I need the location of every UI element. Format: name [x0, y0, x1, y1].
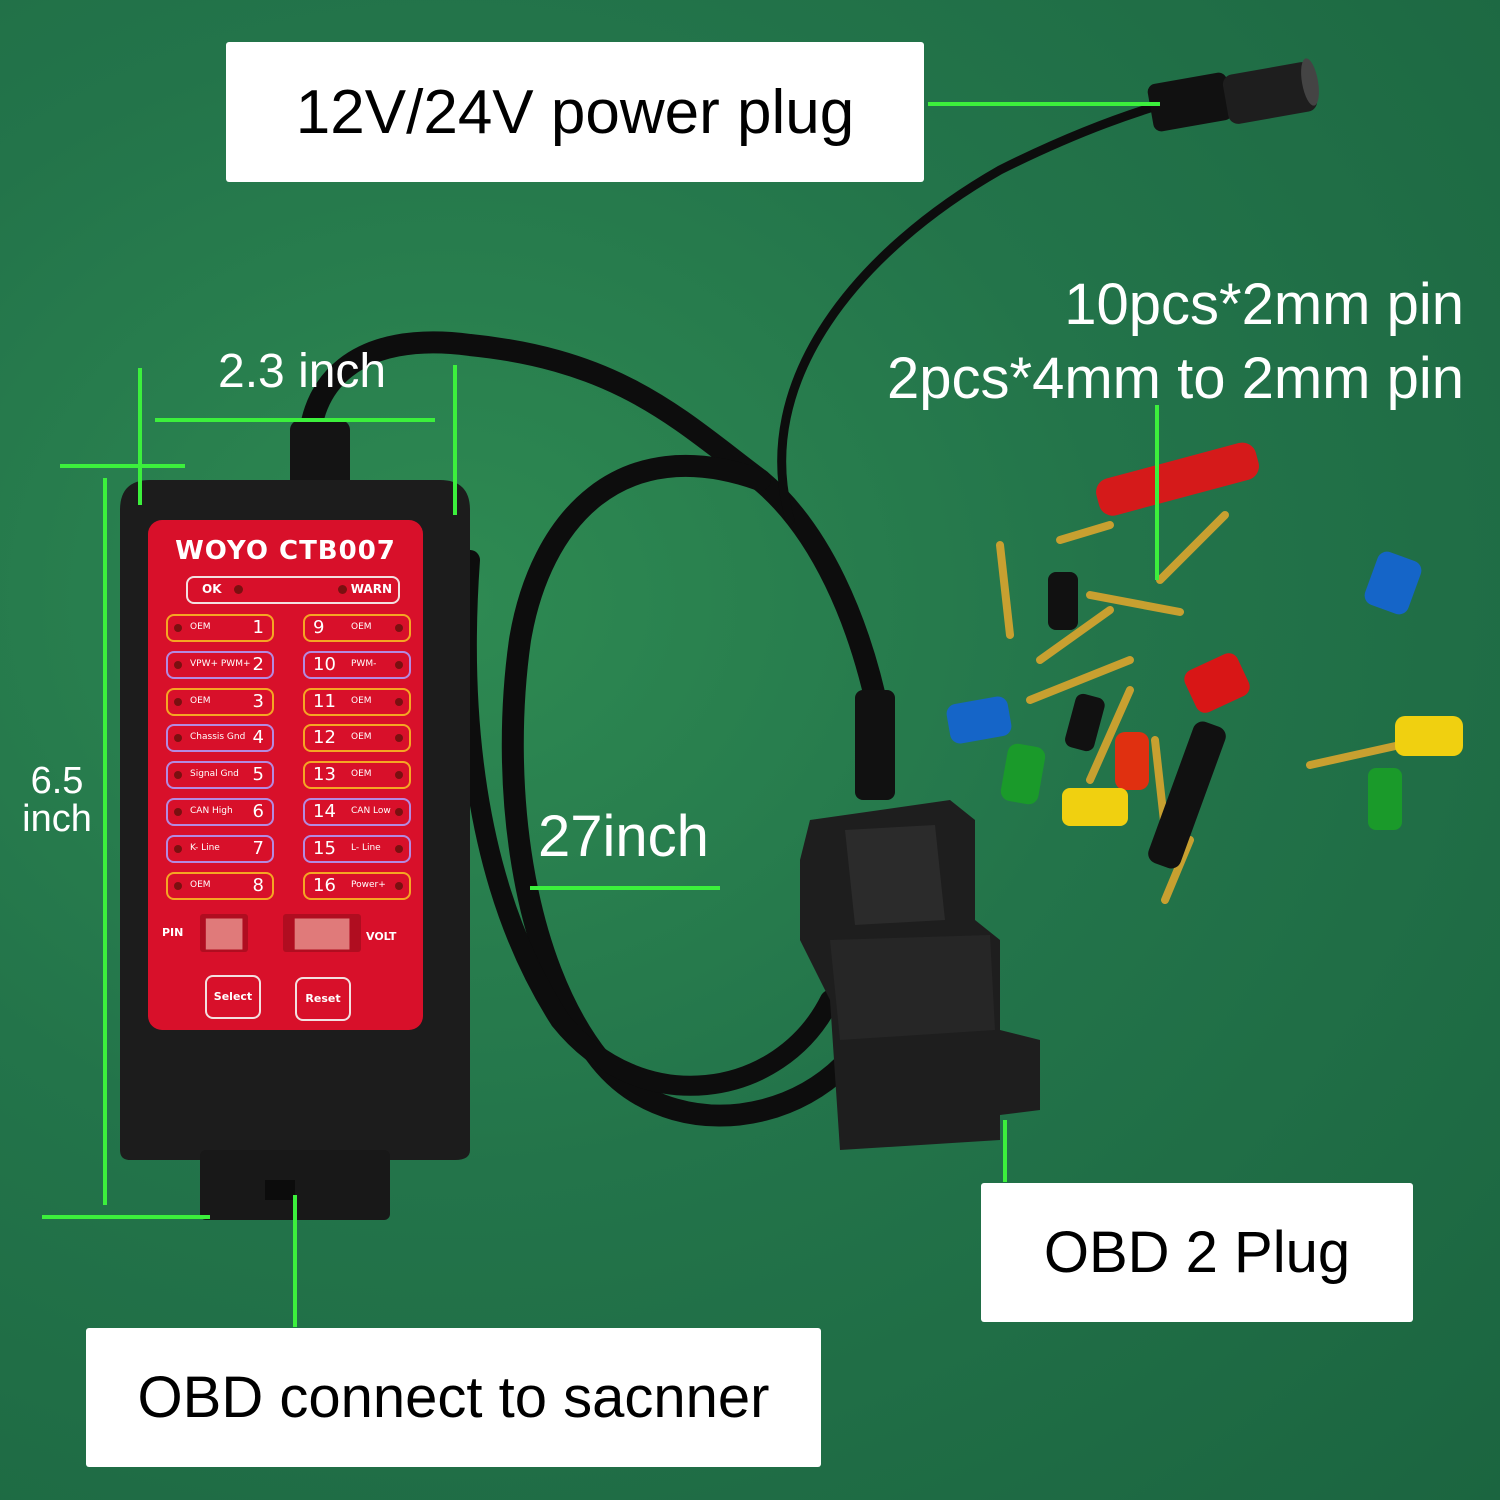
- pin-name: Power+: [351, 879, 386, 890]
- pin-name: OEM: [190, 622, 211, 632]
- pin-name: OEM: [351, 769, 372, 780]
- pin-label: PIN: [162, 926, 184, 939]
- pin-number: 2: [252, 653, 264, 675]
- pin-name: Signal Gnd: [190, 769, 239, 780]
- volt-label: VOLT: [366, 930, 397, 943]
- cable-length: 27inch: [538, 804, 709, 869]
- pin-name: OEM: [190, 695, 211, 706]
- pin-led: [174, 660, 182, 669]
- pin-name: L- Line: [351, 842, 381, 853]
- pin-name: OEM: [351, 732, 372, 743]
- pins-description: 10pcs*2mm pin 2pcs*4mm to 2mm pin: [887, 268, 1464, 416]
- pin-led: [174, 697, 182, 706]
- pin-led: [174, 844, 182, 853]
- pin-led: [174, 624, 182, 632]
- pin-indicator: OEM 3: [166, 687, 274, 716]
- pin-number: 8: [252, 874, 264, 896]
- pins-line-1: 10pcs*2mm pin: [1064, 272, 1464, 337]
- pin-number: 6: [252, 801, 264, 822]
- pin-led: [395, 697, 403, 706]
- pin-led: [395, 881, 403, 890]
- pins-accessories: [946, 442, 1463, 904]
- warn-label: WARN: [350, 582, 392, 596]
- pin-indicator: OEM 11: [303, 687, 411, 716]
- reset-button[interactable]: Reset: [295, 977, 351, 1021]
- ok-led: [234, 585, 243, 594]
- pin-number: 15: [313, 837, 336, 859]
- pin-indicator: OEM 8: [166, 871, 274, 900]
- pin-number: 4: [252, 727, 264, 749]
- pin-indicator: Signal Gnd 5: [166, 761, 274, 790]
- select-button[interactable]: Select: [205, 975, 261, 1019]
- pin-number: 9: [313, 617, 325, 638]
- pin-indicator: OEM 12: [303, 724, 411, 753]
- pin-number: 13: [313, 764, 336, 786]
- width-dimension: 2.3 inch: [218, 345, 387, 398]
- power-plug-label: 12V/24V power plug: [226, 42, 924, 182]
- status-bar: OK WARN: [186, 576, 400, 604]
- pin-indicator: CAN Low 14: [303, 798, 411, 826]
- pin-number: 10: [313, 653, 336, 675]
- pin-led: [395, 771, 403, 780]
- pins-line-2: 2pcs*4mm to 2mm pin: [887, 346, 1464, 411]
- pin-name: OEM: [351, 622, 372, 632]
- power-plug: [1147, 58, 1319, 132]
- obd-scanner-label: OBD connect to sacnner: [86, 1328, 821, 1467]
- obd2-plug-label: OBD 2 Plug: [981, 1183, 1413, 1322]
- pin-led: [174, 808, 182, 816]
- volt-display: ▇▇▇: [283, 914, 361, 952]
- pin-indicator: CAN High 6: [166, 798, 274, 826]
- pin-number: 3: [252, 690, 264, 712]
- pin-indicator: PWM- 10: [303, 650, 411, 679]
- pin-indicator: Power+ 16: [303, 871, 411, 900]
- pin-led: [395, 734, 403, 743]
- pin-led: [174, 771, 182, 780]
- pin-number: 11: [313, 690, 336, 712]
- pin-name: OEM: [190, 879, 211, 890]
- pin-name: CAN Low: [351, 806, 391, 816]
- pin-indicator: OEM 9: [303, 614, 411, 642]
- obd2-plug: [800, 690, 1040, 1150]
- pin-led: [395, 808, 403, 816]
- breakout-box: [120, 420, 470, 1220]
- pin-name: PWM-: [351, 658, 377, 669]
- warn-led: [338, 585, 347, 594]
- pin-led: [395, 660, 403, 669]
- pin-number: 12: [313, 727, 336, 749]
- pin-led: [395, 844, 403, 853]
- pin-number: 5: [252, 764, 264, 786]
- pin-name: K- Line: [190, 842, 220, 853]
- pin-name: VPW+ PWM+: [190, 658, 251, 669]
- pin-number: 1: [252, 617, 264, 638]
- pin-number: 16: [313, 874, 336, 896]
- pin-indicator: OEM 1: [166, 614, 274, 642]
- guide-lines: [42, 102, 1160, 1327]
- pin-name: CAN High: [190, 806, 233, 816]
- pin-led: [174, 734, 182, 743]
- pin-name: OEM: [351, 695, 372, 706]
- pin-indicator: Chassis Gnd 4: [166, 724, 274, 753]
- device-title: WOYO CTB007: [175, 536, 396, 566]
- pin-name: Chassis Gnd: [190, 732, 246, 743]
- pin-indicator: VPW+ PWM+2: [166, 650, 274, 679]
- pin-led: [395, 624, 403, 632]
- pin-indicator: L- Line 15: [303, 834, 411, 863]
- pin-number: 7: [252, 837, 264, 859]
- pin-display: ▇▇: [200, 914, 248, 952]
- pin-number: 14: [313, 801, 336, 822]
- pin-led: [174, 881, 182, 890]
- pin-indicator: OEM 13: [303, 761, 411, 790]
- pin-indicator: K- Line 7: [166, 834, 274, 863]
- ok-label: OK: [202, 582, 222, 596]
